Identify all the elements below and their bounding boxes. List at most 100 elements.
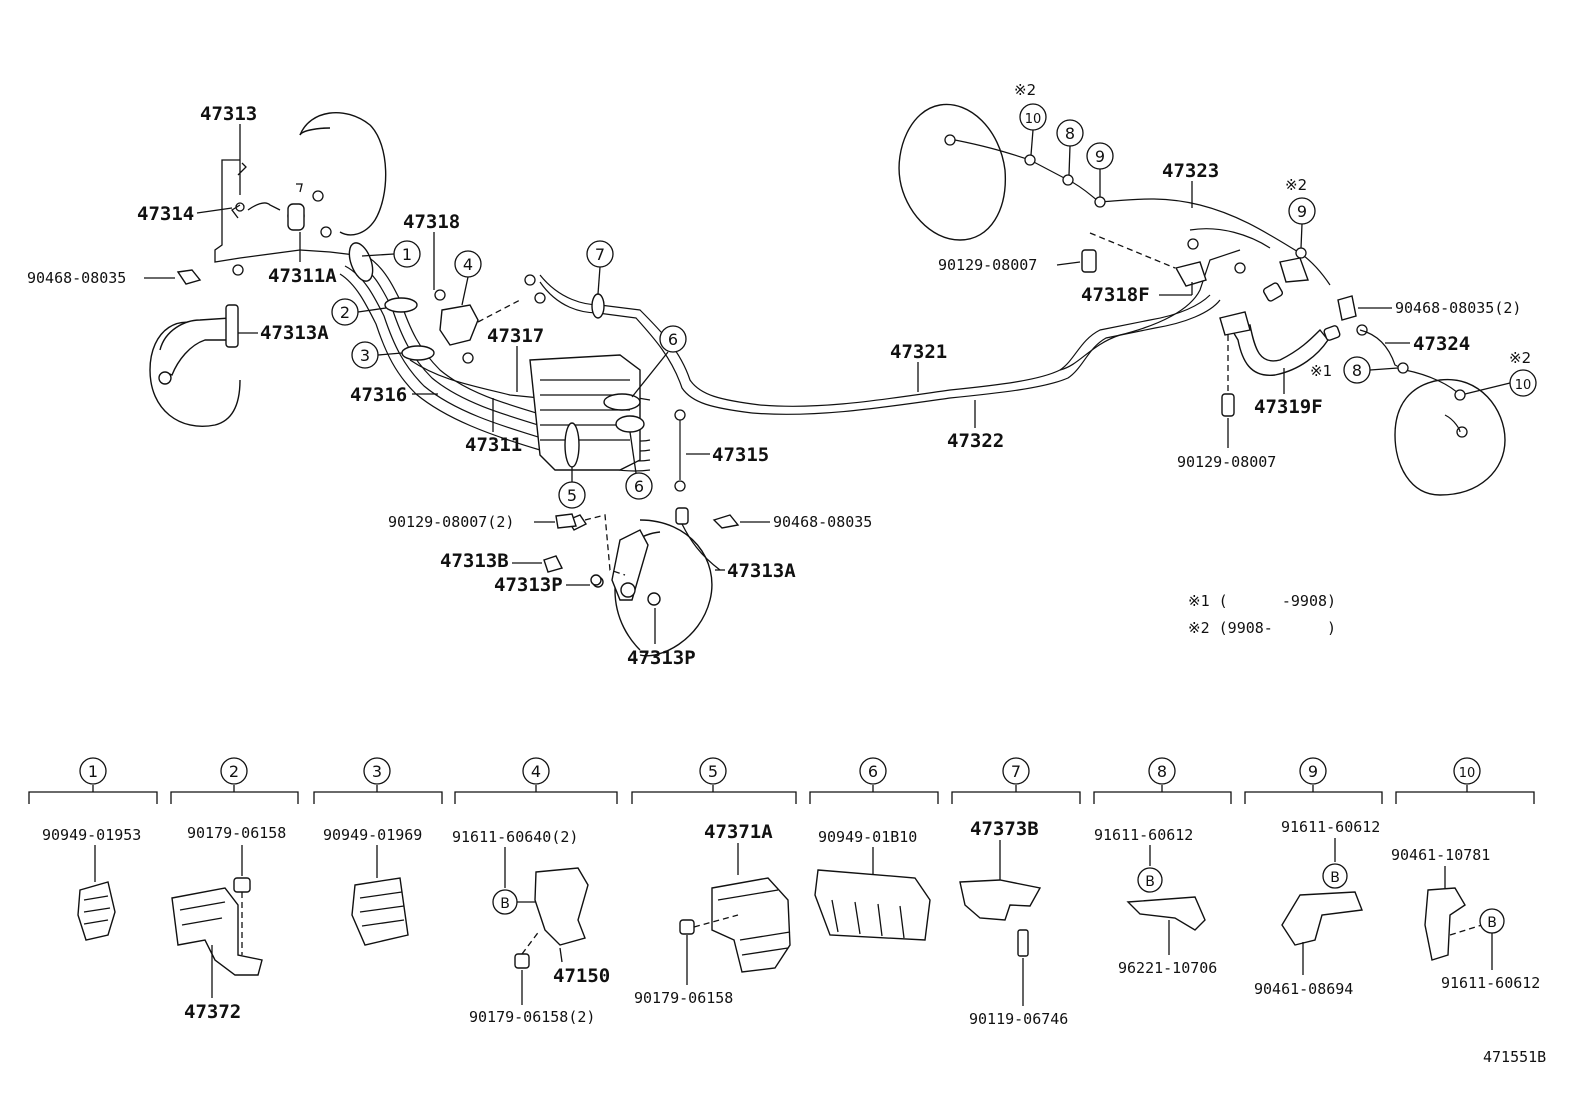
legend-9-part-c: 90461-08694 [1254,980,1353,998]
label-47317: 47317 [487,325,544,347]
label-47314: 47314 [137,203,194,225]
legend-10-part-c: 91611-60612 [1441,974,1540,992]
legend-4-part-d: 90179-06158(2) [469,1008,595,1026]
legend-7-part-a: 47373B [970,818,1039,840]
callout-6b: 6 [634,477,644,496]
clamp-icon [171,887,263,976]
legend-num-6: 6 [868,762,878,781]
legend-2-part-b: 47372 [184,1001,241,1023]
clamp-icon [711,877,791,973]
legend-num-3: 3 [372,762,382,781]
legend-10-part-a: 90461-10781 [1391,846,1490,864]
legend-num-8: 8 [1157,762,1167,781]
label-47313P-a: 47313P [494,574,563,596]
label-47311A: 47311A [268,265,337,287]
upper-labels: 47313 47314 90468-08035 47311A 47313A 47… [27,103,1521,669]
upper-callouts: 1 2 3 4 5 6 6 7 10 8 9 9 8 [331,103,1537,509]
callout-6a: 6 [668,330,678,349]
clip-icon [1424,887,1466,961]
legend-4-part-c: 47150 [553,965,610,987]
legend-10-b: B [1487,915,1497,931]
legend-num-9: 9 [1308,762,1318,781]
callout-10b: 10 [1515,378,1532,393]
valve-icon [534,867,589,946]
legend-8-part-c: 96221-10706 [1118,959,1217,977]
bracket-icon [1174,261,1207,287]
label-47313A-a: 47313A [260,322,329,344]
bracket-icon [1126,896,1206,931]
callout-10a: 10 [1025,112,1042,127]
legend-5-part-a: 47371A [704,821,773,843]
note-1: ※1 ( -9908) [1188,592,1336,610]
legend-6-part: 90949-01B10 [818,828,917,846]
brake-pipe-bundle [339,242,1241,492]
callout-5: 5 [567,486,577,505]
label-90129-a: 90129-08007(2) [388,513,514,531]
label-47313A-b: 47313A [727,560,796,582]
clamp-icon [351,877,409,946]
legend-8-b: B [1145,874,1155,890]
valve-icon [439,304,479,346]
label-47324: 47324 [1413,333,1470,355]
label-47319F: 47319F [1254,396,1323,418]
mark-2c: ※2 [1509,349,1531,367]
legend: 1 2 3 4 5 6 7 8 9 10 90949-01953 90179-0… [28,757,1540,1028]
legend-num-10: 10 [1459,766,1476,781]
callout-2: 2 [340,303,350,322]
junction-block-icon [529,354,641,471]
callout-8b: 8 [1352,361,1362,380]
label-47313P-b: 47313P [627,647,696,669]
callout-3: 3 [360,346,370,365]
note-2: ※2 (9908- ) [1188,619,1336,637]
label-90468-b: 90468-08035 [773,513,872,531]
clamp-icon [959,879,1042,921]
label-47322: 47322 [947,430,1004,452]
label-47316: 47316 [350,384,407,406]
label-90468-c: 90468-08035(2) [1395,299,1521,317]
mark-2b: ※2 [1285,176,1307,194]
legend-num-2: 2 [229,762,239,781]
legend-5-part-b: 90179-06158 [634,989,733,1007]
label-90129-b: 90129-08007 [938,256,1037,274]
figure-id: 471551B [1483,1048,1546,1066]
mark-1: ※1 [1310,362,1332,380]
legend-1-part: 90949-01953 [42,826,141,844]
notes: ※2 ※2 ※2 ※1 ※1 ( -9908) ※2 (9908- ) [1014,81,1531,637]
label-47318: 47318 [403,211,460,233]
callout-4: 4 [463,255,473,274]
callout-8a: 8 [1065,124,1075,143]
legend-num-1: 1 [88,762,98,781]
legend-2-part-a: 90179-06158 [187,824,286,842]
legend-9-part-a: 91611-60612 [1281,818,1380,836]
callout-1: 1 [402,245,412,264]
clamp-icon [77,881,116,941]
legend-8-part-a: 91611-60612 [1094,826,1193,844]
legend-3-part: 90949-01969 [323,826,422,844]
front-right-brake-area [543,507,740,657]
legend-4-part-a: 91611-60640(2) [452,828,578,846]
legend-num-5: 5 [708,762,718,781]
legend-4-b: B [500,896,510,912]
callout-9b: 9 [1297,202,1307,221]
label-47321: 47321 [890,341,947,363]
callout-9a: 9 [1095,147,1105,166]
label-47315: 47315 [712,444,769,466]
label-47313: 47313 [200,103,257,125]
bracket-icon [1281,891,1363,946]
label-47311: 47311 [465,434,522,456]
legend-9-b: B [1330,870,1340,886]
callout-7: 7 [595,245,605,264]
label-47313B: 47313B [440,550,509,572]
label-47318F: 47318F [1081,284,1150,306]
legend-num-4: 4 [531,762,541,781]
mark-2a: ※2 [1014,81,1036,99]
label-47323: 47323 [1162,160,1219,182]
front-left-brake-area [149,111,387,427]
clamp-icon [814,869,931,941]
legend-7-part-b: 90119-06746 [969,1010,1068,1028]
rear-brake-area [898,103,1506,496]
label-90129-c: 90129-08007 [1177,453,1276,471]
label-90468-a: 90468-08035 [27,269,126,287]
